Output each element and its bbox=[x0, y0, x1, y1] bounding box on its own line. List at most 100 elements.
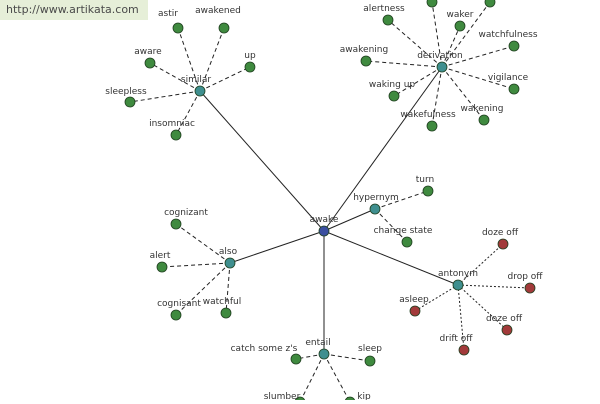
relation-edge-antonym bbox=[323, 230, 459, 286]
word-node[interactable] bbox=[156, 261, 168, 273]
relation-edge-hypernym bbox=[323, 208, 376, 232]
site-watermark[interactable]: http://www.artikata.com bbox=[0, 0, 148, 20]
word-node[interactable] bbox=[478, 114, 490, 126]
word-edge bbox=[161, 262, 231, 268]
word-node[interactable] bbox=[124, 96, 136, 108]
relation-label-antonym[interactable]: antonym bbox=[438, 269, 478, 279]
word-node[interactable] bbox=[454, 20, 466, 32]
word-label[interactable]: slumber bbox=[264, 392, 301, 402]
word-label[interactable]: kip bbox=[357, 392, 371, 402]
word-node[interactable] bbox=[218, 22, 230, 34]
word-edge bbox=[414, 284, 459, 312]
word-node[interactable] bbox=[497, 238, 509, 250]
word-edge bbox=[441, 25, 461, 68]
word-edge bbox=[199, 66, 251, 92]
word-node[interactable] bbox=[524, 282, 536, 294]
word-label[interactable]: aware bbox=[134, 47, 162, 57]
word-label[interactable]: insomniac bbox=[149, 119, 195, 129]
word-node[interactable] bbox=[484, 0, 496, 8]
relation-label-derivation[interactable]: derivation bbox=[417, 51, 463, 61]
word-node[interactable] bbox=[508, 83, 520, 95]
relation-label-hypernym[interactable]: hypernym bbox=[353, 193, 399, 203]
word-label[interactable]: astir bbox=[158, 9, 178, 19]
word-node[interactable] bbox=[458, 344, 470, 356]
word-edge bbox=[387, 19, 443, 68]
word-label[interactable]: sleepless bbox=[105, 87, 147, 97]
word-edge bbox=[323, 353, 351, 403]
relation-node-entail[interactable] bbox=[318, 348, 330, 360]
word-label[interactable]: asleep bbox=[399, 295, 429, 305]
word-edge bbox=[175, 223, 231, 264]
word-edge bbox=[441, 45, 515, 68]
word-label[interactable]: awakening bbox=[340, 45, 388, 55]
word-node[interactable] bbox=[422, 185, 434, 197]
relation-node-hypernym[interactable] bbox=[369, 203, 381, 215]
word-label[interactable]: waker bbox=[446, 10, 473, 20]
word-label[interactable]: wakefulness bbox=[400, 110, 456, 120]
relation-label-also[interactable]: also bbox=[219, 247, 238, 257]
word-label[interactable]: vigilance bbox=[488, 73, 529, 83]
word-node[interactable] bbox=[401, 236, 413, 248]
word-label[interactable]: up bbox=[244, 51, 256, 61]
word-edge bbox=[431, 66, 443, 127]
word-node[interactable] bbox=[360, 55, 372, 67]
word-edge bbox=[323, 353, 371, 362]
word-label[interactable]: turn bbox=[416, 175, 434, 185]
word-label[interactable]: drift off bbox=[439, 334, 473, 344]
word-node[interactable] bbox=[426, 120, 438, 132]
word-node[interactable] bbox=[170, 129, 182, 141]
word-label[interactable]: doze off bbox=[486, 314, 523, 324]
word-edge bbox=[175, 90, 201, 136]
word-edge bbox=[441, 66, 515, 90]
word-edge bbox=[199, 27, 225, 92]
word-node[interactable] bbox=[501, 324, 513, 336]
word-node[interactable] bbox=[426, 0, 438, 8]
word-node[interactable] bbox=[220, 307, 232, 319]
relation-edge-similar bbox=[199, 90, 325, 232]
edges bbox=[129, 1, 531, 403]
word-label[interactable]: catch some z's bbox=[231, 344, 298, 354]
word-label[interactable]: doze off bbox=[482, 228, 519, 238]
word-label[interactable]: cognizant bbox=[164, 208, 208, 218]
word-node[interactable] bbox=[244, 61, 256, 73]
word-label[interactable]: waking up bbox=[369, 80, 416, 90]
word-label[interactable]: drop off bbox=[507, 272, 543, 282]
word-label[interactable]: sleep bbox=[358, 344, 382, 354]
word-label[interactable]: wakening bbox=[461, 104, 504, 114]
word-node[interactable] bbox=[144, 57, 156, 69]
word-node[interactable] bbox=[409, 305, 421, 317]
word-edge bbox=[457, 284, 508, 331]
word-node[interactable] bbox=[382, 14, 394, 26]
word-node[interactable] bbox=[508, 40, 520, 52]
word-edge bbox=[225, 262, 231, 314]
relation-label-entail[interactable]: entail bbox=[305, 338, 330, 348]
word-node[interactable] bbox=[290, 353, 302, 365]
word-label[interactable]: change state bbox=[374, 226, 433, 236]
word-label[interactable]: alert bbox=[150, 251, 171, 261]
word-node[interactable] bbox=[388, 90, 400, 102]
word-edge bbox=[374, 208, 408, 243]
word-label[interactable]: alertness bbox=[363, 4, 405, 14]
relation-node-antonym[interactable] bbox=[452, 279, 464, 291]
relation-node-also[interactable] bbox=[224, 257, 236, 269]
word-label[interactable]: cognisant bbox=[157, 299, 201, 309]
word-edge bbox=[365, 60, 443, 68]
center-node[interactable] bbox=[318, 225, 330, 237]
relation-node-similar[interactable] bbox=[194, 85, 206, 97]
word-label[interactable]: awakened bbox=[195, 6, 241, 16]
word-node[interactable] bbox=[170, 218, 182, 230]
relation-node-derivation[interactable] bbox=[436, 61, 448, 73]
word-edge bbox=[431, 1, 443, 68]
center-label[interactable]: awake bbox=[310, 215, 339, 225]
relation-label-similar[interactable]: similar bbox=[181, 75, 211, 85]
word-edge bbox=[393, 66, 443, 97]
word-edge bbox=[457, 284, 465, 351]
word-edge bbox=[175, 262, 231, 316]
word-label[interactable]: watchful bbox=[203, 297, 241, 307]
word-node[interactable] bbox=[172, 22, 184, 34]
word-node[interactable] bbox=[364, 355, 376, 367]
word-node[interactable] bbox=[170, 309, 182, 321]
word-label[interactable]: watchfulness bbox=[478, 30, 537, 40]
